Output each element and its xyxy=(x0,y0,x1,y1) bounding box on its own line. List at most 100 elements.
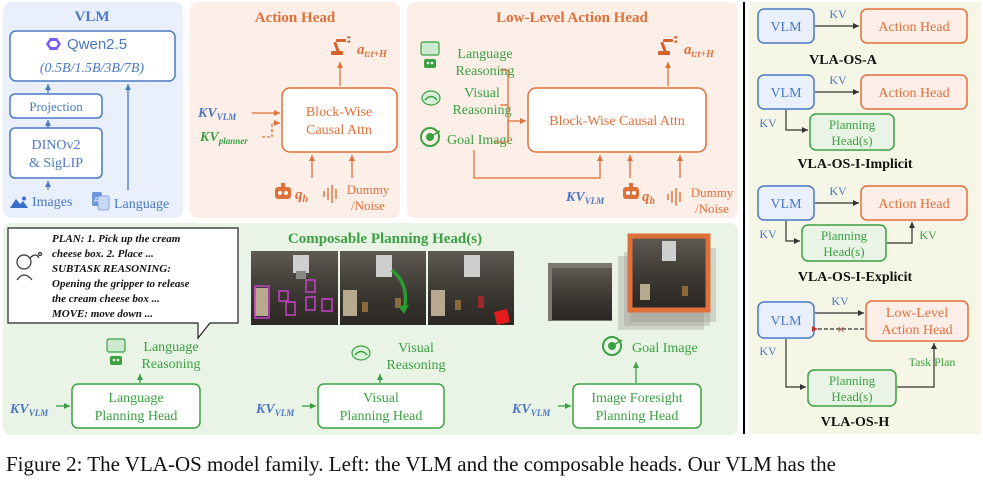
foresight-planning-head-box xyxy=(572,383,702,429)
action-block-line1: Block-Wise xyxy=(306,105,372,120)
action-head-title: Action Head xyxy=(255,10,336,26)
var-exp-planner-kv-arrow xyxy=(887,222,915,244)
eye-icon xyxy=(351,345,371,361)
var-exp-planning-arrow xyxy=(785,221,800,244)
var-imp-kv2-label: KV xyxy=(759,116,777,130)
var-a-kv-label: KV xyxy=(829,7,847,21)
action-output-label: at:t+H xyxy=(357,42,388,60)
images-label: Images xyxy=(32,195,72,210)
lang-head-line2: Planning Head xyxy=(95,409,178,424)
var-imp-planning-arrow xyxy=(785,110,808,133)
vis-head-line2: Planning Head xyxy=(340,409,423,424)
comp-lang-reason-line1: Language xyxy=(143,340,198,355)
var-h-vlm-box xyxy=(757,301,815,339)
var-exp-action-head-box xyxy=(860,185,968,221)
comp-goal-label: Goal Image xyxy=(632,341,698,356)
lang-head-line1: Language xyxy=(108,391,163,406)
var-exp-planning-line1: Planning xyxy=(821,228,868,243)
plan-text-line-4: Opening the gripper to release xyxy=(52,278,190,290)
var-a-action-head-label: Action Head xyxy=(878,20,949,35)
var-h-name: VLA-OS-H xyxy=(821,415,890,430)
action-block-line2: Causal Attn xyxy=(306,123,372,138)
var-exp-name: VLA-OS-I-Explicit xyxy=(798,270,913,285)
translate-icon: A xyxy=(92,192,110,211)
var-h-planning-arrow xyxy=(785,339,806,390)
var-imp-planning-line1: Planning xyxy=(829,117,876,132)
var-h-planning-line2: Head(s) xyxy=(831,389,872,404)
low-dummy-line1: Dummy xyxy=(691,185,734,200)
projection-label: Projection xyxy=(29,99,83,114)
var-h-low-level-box xyxy=(865,300,969,342)
var-h-task-plan-arrow xyxy=(897,343,937,388)
person-thinking-icon xyxy=(16,251,43,281)
language-label: Language xyxy=(114,197,169,212)
action-dummy-line2: /Noise xyxy=(351,198,385,213)
sound-wave-icon xyxy=(323,185,337,203)
encoder-label-line1: DINOv2 xyxy=(32,138,81,153)
scene-image-2 xyxy=(340,251,426,325)
sound-wave-icon xyxy=(667,188,681,206)
visual-planning-head-box xyxy=(317,383,445,429)
vis-head-line1: Visual xyxy=(363,391,399,406)
target-icon xyxy=(602,336,623,356)
low-vis-line1: Visual xyxy=(464,86,500,101)
low-output-label: at:t+H xyxy=(684,42,715,60)
low-q-label: qh xyxy=(642,189,656,207)
plan-text-line-3: SUBTASK REASONING: xyxy=(52,263,171,275)
target-icon xyxy=(420,127,441,147)
var-h-kv2-label: KV xyxy=(759,344,777,358)
var-h-low-level-line2: Action Head xyxy=(881,323,952,338)
robot-arm-icon xyxy=(658,36,677,55)
var-a-name: VLA-OS-A xyxy=(809,53,878,68)
var-a-vlm-box xyxy=(757,8,815,44)
comp-vis-reason-line1: Visual xyxy=(398,341,434,356)
action-block-attn-box xyxy=(281,87,398,153)
var-a-vlm-label: VLM xyxy=(770,20,802,35)
var-exp-kv3-label: KV xyxy=(919,228,937,242)
robot-face-icon xyxy=(275,183,291,199)
fore-kv-label: KVVLM xyxy=(511,402,551,418)
var-imp-planning-box xyxy=(809,113,895,151)
encoder-box xyxy=(9,127,103,179)
var-imp-vlm-box xyxy=(757,74,815,110)
plan-text-line-2: cheese box. 2. Place ... xyxy=(52,248,154,260)
var-exp-kv2-label: KV xyxy=(759,227,777,241)
image-icon xyxy=(10,196,28,208)
plan-text-line-1: PLAN: 1. Pick up the cream xyxy=(52,233,181,245)
action-q-label: qh xyxy=(295,187,309,205)
vlm-panel-title: VLM xyxy=(75,9,110,25)
low-lang-line2: Reasoning xyxy=(455,64,514,79)
composable-title: Composable Planning Head(s) xyxy=(288,231,482,247)
qwen-label: Qwen2.5 xyxy=(67,36,127,53)
projection-box xyxy=(9,93,103,119)
eye-icon xyxy=(421,90,441,106)
var-h-planning-line1: Planning xyxy=(829,373,876,388)
qwen-logo-icon xyxy=(46,38,61,50)
scene-image-3 xyxy=(428,251,514,325)
var-imp-kv-label: KV xyxy=(829,73,847,87)
action-kv-vlm-label: KVVLM xyxy=(197,106,237,122)
fore-head-line1: Image Foresight xyxy=(591,391,682,406)
var-exp-vlm-box xyxy=(757,185,815,221)
low-lang-line1: Language xyxy=(457,47,512,62)
low-dummy-line2: /Noise xyxy=(695,201,729,216)
figure-caption: Figure 2: The VLA-OS model family. Left:… xyxy=(6,452,836,476)
lang-kv-label: KVVLM xyxy=(9,402,49,418)
low-goal-label: Goal Image xyxy=(447,133,513,148)
speech-bubble-icon xyxy=(106,338,126,365)
scene-image-1 xyxy=(251,251,338,325)
var-imp-action-head-label: Action Head xyxy=(878,86,949,101)
var-h-task-plan-label: Task Plan xyxy=(909,355,956,369)
plan-text-line-5: the cream cheese box ... xyxy=(52,293,160,305)
svg-text:A: A xyxy=(94,196,99,204)
var-h-cross-mark: × xyxy=(837,323,845,338)
robot-face-icon xyxy=(623,183,639,199)
var-exp-vlm-label: VLM xyxy=(770,197,802,212)
var-imp-name: VLA-OS-I-Implicit xyxy=(797,157,912,172)
fore-head-line2: Planning Head xyxy=(596,409,679,424)
arrow-kv-planner-to-block xyxy=(262,120,280,138)
var-h-planning-box xyxy=(807,369,897,407)
var-h-low-level-line1: Low-Level xyxy=(886,306,948,321)
language-planning-head-box xyxy=(71,383,201,429)
vla-os-diagram: VLM Qwen2.5 (0.5B/1.5B/3B/7B) Projection… xyxy=(3,2,981,435)
